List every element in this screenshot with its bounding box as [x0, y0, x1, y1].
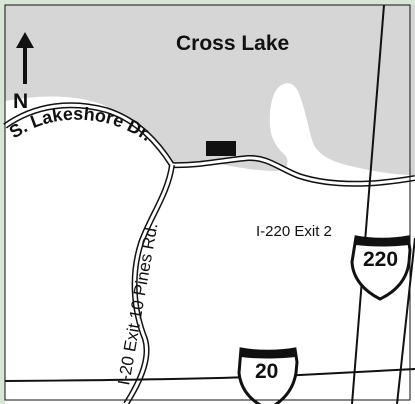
i220-shield: 220: [350, 235, 412, 301]
i220-shield-bar: [356, 237, 408, 247]
pines-road-white: [124, 164, 174, 404]
i220-road: [351, 4, 385, 404]
destination-marker: [206, 141, 236, 156]
i20-shield-number: 20: [255, 360, 278, 383]
map-border: [4, 4, 411, 401]
i220-shield-number: 220: [363, 248, 398, 271]
cross-lake-water: [5, 5, 415, 175]
north-label: N: [13, 90, 28, 113]
cross-lake-label: Cross Lake: [176, 32, 289, 55]
east-secondary-road: [396, 237, 415, 404]
i220-shield-outline: [350, 235, 412, 301]
i20-shield-bar: [241, 349, 295, 359]
s-lakeshore-dr-road-white: [4, 103, 415, 186]
exit-220-label: I-220 Exit 2: [256, 223, 332, 240]
i20-shield: 20: [237, 347, 299, 404]
i20-shield-outline: [237, 347, 299, 404]
north-arrow-head: [16, 32, 34, 48]
